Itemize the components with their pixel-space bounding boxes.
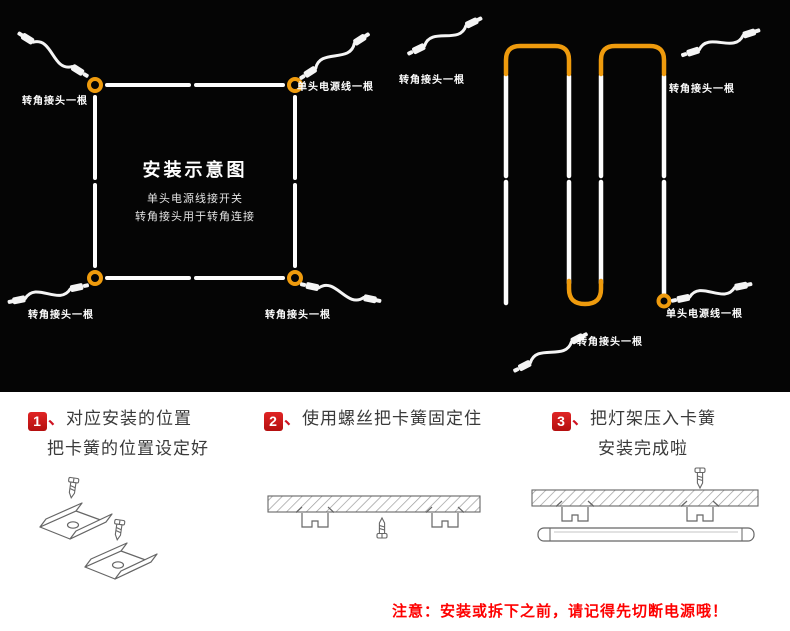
label-corner-connector: 转角接头一根 (669, 84, 735, 95)
serpentine-corner-connectors (503, 43, 672, 309)
diagram-subtitle-1: 单头电源线接开关 (147, 193, 243, 205)
tube-lamp-icon (537, 527, 755, 542)
power-off-warning: 注意：安装或拆下之前，请记得先切断电源哦！ (392, 603, 729, 620)
ceiling-section (531, 489, 759, 507)
step-number-separator: 、 (284, 409, 302, 428)
step-2-heading: 2、使用螺丝把卡簧固定住 (264, 404, 482, 431)
square-tube-frame (93, 83, 297, 280)
step-number-badge: 1 (28, 412, 47, 431)
label-corner-connector: 转角接头一根 (577, 337, 643, 348)
step-2-text: 使用螺丝把卡簧固定住 (302, 409, 482, 428)
diagram-subtitle-2: 转角接头用于转角连接 (135, 211, 255, 223)
ceiling-section (267, 495, 481, 513)
corner-cable-icon (678, 24, 764, 62)
step-3-text: 把灯架压入卡簧 (590, 409, 716, 428)
corner-cable-icon (404, 12, 486, 60)
power-cable-icon (5, 279, 92, 308)
installation-diagram-panel: 转角接头一根 单头电源线一根 转角接头一根 转角接头一根 转角接头一根 转角接头… (0, 0, 790, 392)
steps-panel: 1、对应安装的位置 把卡簧的位置设定好 2、使用螺丝把卡簧固定住 3、把灯架压入… (0, 392, 790, 631)
corner-connector-icon (87, 77, 303, 286)
step-1-text-line2: 把卡簧的位置设定好 (47, 439, 209, 458)
label-corner-connector: 转角接头一根 (28, 310, 94, 321)
label-power-cord: 单头电源线一根 (666, 309, 743, 320)
screw-icon (111, 518, 126, 542)
label-corner-connector: 转角接头一根 (265, 310, 331, 321)
diagram-title-block: 安装示意图 单头电源线接开关 转角接头用于转角连接 (95, 156, 295, 226)
step-3-text-line2: 安装完成啦 (598, 439, 688, 458)
mounting-clip-icon (84, 542, 158, 580)
step-1-text: 对应安装的位置 (66, 409, 192, 428)
label-corner-connector: 转角接头一根 (22, 96, 88, 107)
power-cable-icon (295, 28, 374, 84)
screw-icon (694, 467, 706, 489)
power-cable-icon (297, 278, 384, 307)
power-cable-icon (668, 278, 755, 307)
power-cable-icon (14, 27, 93, 82)
step-number-separator: 、 (48, 409, 66, 428)
tube-layout-drawing (5, 12, 764, 377)
screw-icon (65, 476, 80, 500)
screw-icon (376, 517, 388, 539)
mounting-clip-icon (39, 502, 113, 540)
step-number-badge: 2 (264, 412, 283, 431)
step-1-heading: 1、对应安装的位置 (28, 404, 192, 431)
serpentine-cables (404, 12, 764, 377)
diagram-title: 安装示意图 (142, 160, 248, 180)
step-number-badge: 3 (552, 412, 571, 431)
label-power-cord: 单头电源线一根 (297, 82, 374, 93)
label-corner-connector: 转角接头一根 (399, 75, 465, 86)
step-3-heading: 3、把灯架压入卡簧 (552, 404, 716, 431)
mounted-lamp-illustration (531, 467, 759, 542)
step-illustrations (39, 467, 759, 580)
step-number-separator: 、 (572, 409, 590, 428)
serpentine-tube-run (503, 73, 667, 306)
fixing-clip-illustration (267, 495, 481, 539)
clip-and-screw-illustration (39, 476, 158, 580)
